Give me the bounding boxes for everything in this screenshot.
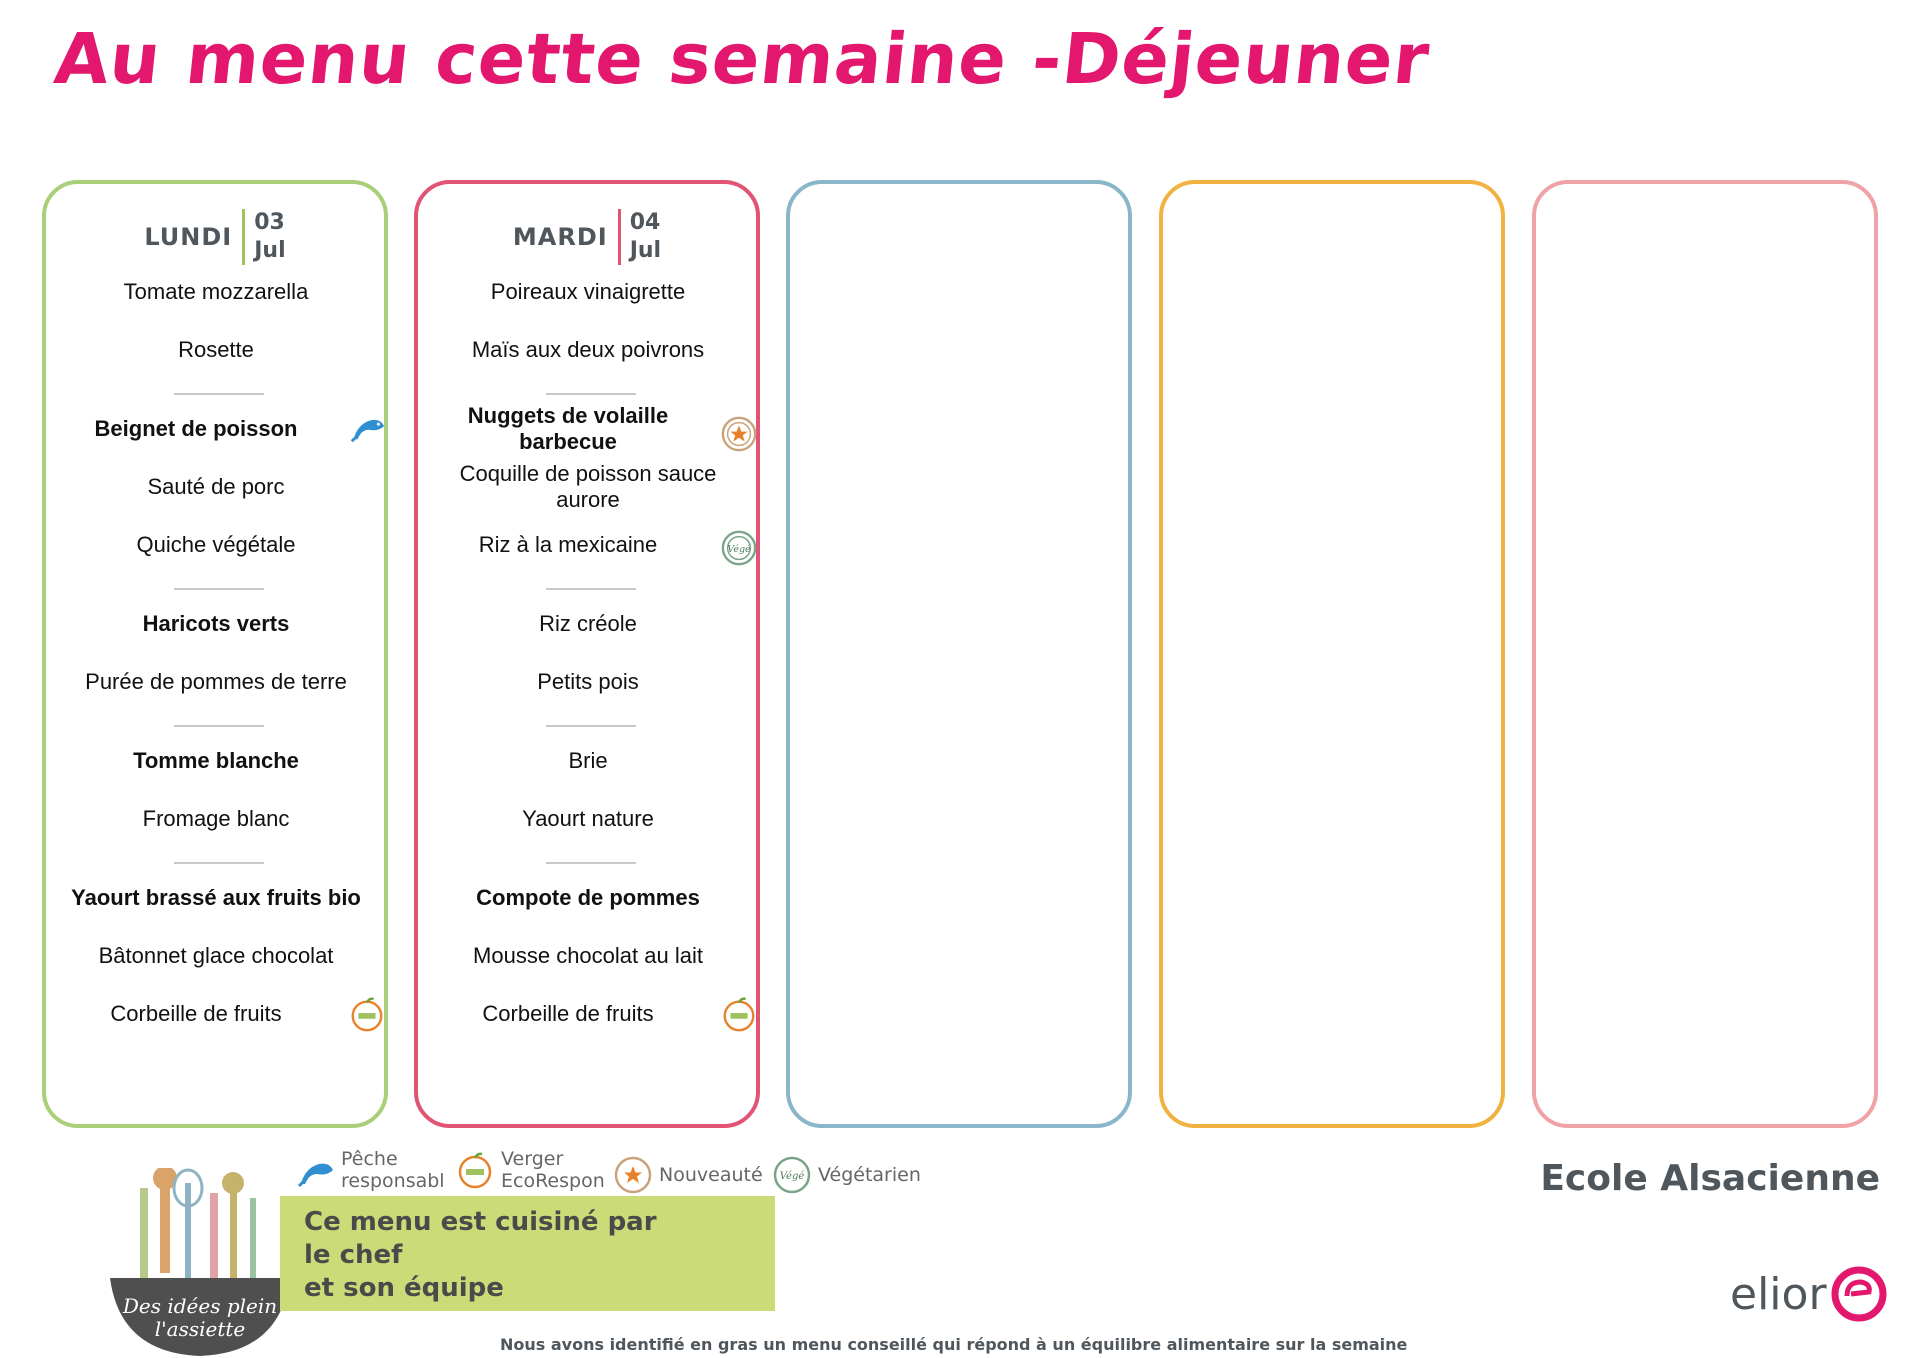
fish-icon bbox=[297, 1163, 333, 1188]
separator bbox=[174, 393, 264, 395]
separator bbox=[546, 393, 636, 395]
menu-item: Corbeille de fruits bbox=[482, 1001, 654, 1026]
separator bbox=[546, 588, 636, 590]
menu-item: Tomate mozzarella bbox=[123, 279, 309, 304]
day-column-empty bbox=[1159, 180, 1505, 1128]
menu-item: Petits pois bbox=[537, 669, 639, 694]
page-title: Au menu cette semaine -Déjeuner bbox=[50, 18, 1434, 100]
menu-item: Coquille de poisson sauce aurore bbox=[459, 461, 717, 512]
day-column-empty bbox=[786, 180, 1132, 1128]
legend-label: Verger bbox=[501, 1148, 564, 1170]
legend-label: Pêche bbox=[341, 1148, 398, 1170]
menu-item: Riz créole bbox=[539, 611, 637, 636]
day-column-mardi: MARDI 04 Jul Poireaux vinaigrette Maïs a… bbox=[414, 180, 760, 1128]
menu-item: Rosette bbox=[178, 337, 254, 362]
menu-item: Poireaux vinaigrette bbox=[490, 279, 686, 304]
menu-item: Nuggets de volaille barbecue bbox=[467, 403, 669, 454]
separator bbox=[546, 725, 636, 727]
legend-label: Végétarien bbox=[818, 1164, 921, 1186]
day-number: 03 bbox=[254, 210, 285, 235]
menu-item: Riz à la mexicaine bbox=[478, 532, 658, 557]
svg-text:l'assiette: l'assiette bbox=[155, 1317, 246, 1341]
chef-line: Ce menu est cuisiné par bbox=[304, 1207, 657, 1237]
legend-label: responsabl bbox=[341, 1170, 445, 1192]
school-name: Ecole Alsacienne bbox=[1540, 1158, 1880, 1199]
menu-item: Fromage blanc bbox=[142, 806, 290, 831]
des-idees-logo: Des idées plein l'assiette bbox=[110, 1168, 290, 1356]
nouveaute-star-icon bbox=[721, 416, 757, 452]
menu-item: Maïs aux deux poivrons bbox=[471, 337, 705, 362]
separator bbox=[546, 862, 636, 864]
menu-item: Haricots verts bbox=[142, 611, 290, 636]
verger-apple-icon bbox=[723, 997, 755, 1032]
legend-nouveaute: Nouveauté bbox=[613, 1155, 763, 1195]
legend-label: Nouveauté bbox=[659, 1164, 763, 1186]
chef-line: le chef bbox=[304, 1240, 403, 1270]
day-column-empty bbox=[1532, 180, 1878, 1128]
menu-item: Brie bbox=[568, 748, 608, 773]
day-name: LUNDI bbox=[144, 223, 233, 251]
menu-item: Mousse chocolat au lait bbox=[473, 943, 703, 968]
legend-label: EcoRespon bbox=[501, 1170, 605, 1192]
menu-item: Purée de pommes de terre bbox=[85, 669, 347, 694]
day-number: 04 bbox=[629, 210, 661, 235]
elior-e-icon bbox=[1831, 1266, 1887, 1322]
svg-text:Végé: Végé bbox=[727, 544, 751, 555]
separator bbox=[174, 725, 264, 727]
menu-item: Yaourt brassé aux fruits bio bbox=[71, 885, 361, 910]
separator bbox=[174, 588, 264, 590]
fish-icon bbox=[350, 419, 385, 443]
menu-item: Compote de pommes bbox=[476, 885, 700, 910]
chef-message: Ce menu est cuisiné par le chef et son é… bbox=[280, 1196, 775, 1311]
nouveaute-star-icon bbox=[614, 1156, 652, 1194]
elior-logo: elior bbox=[1730, 1266, 1887, 1322]
verger-apple-icon bbox=[351, 997, 383, 1032]
chef-line: et son équipe bbox=[304, 1273, 504, 1303]
menu-item: Bâtonnet glace chocolat bbox=[98, 943, 334, 968]
day-header: MARDI 04 Jul bbox=[418, 200, 756, 274]
svg-text:Végé: Végé bbox=[780, 1171, 805, 1182]
verger-apple-icon bbox=[458, 1152, 492, 1189]
legend-vegetarien: Végé Végétarien bbox=[772, 1155, 921, 1195]
day-date: 04 Jul bbox=[617, 209, 662, 265]
menu-item: Corbeille de fruits bbox=[110, 1001, 282, 1026]
brand-name: elior bbox=[1730, 1268, 1827, 1320]
day-month: Jul bbox=[254, 238, 286, 263]
vege-icon: Végé bbox=[721, 530, 757, 566]
day-header: LUNDI 03 Jul bbox=[46, 200, 384, 274]
menu-item: Sauté de porc bbox=[147, 474, 285, 499]
day-date: 03 Jul bbox=[242, 209, 286, 265]
day-column-lundi: LUNDI 03 Jul Tomate mozzarella Rosette B… bbox=[42, 180, 388, 1128]
menu-item: Yaourt nature bbox=[522, 806, 654, 831]
menu-item: Beignet de poisson bbox=[94, 416, 298, 441]
separator bbox=[174, 862, 264, 864]
svg-text:Des idées plein: Des idées plein bbox=[122, 1294, 277, 1318]
legend-verger: Verger EcoRespon bbox=[455, 1148, 605, 1192]
footer-note: Nous avons identifié en gras un menu con… bbox=[500, 1335, 1408, 1354]
day-name: MARDI bbox=[512, 223, 608, 251]
menu-item: Tomme blanche bbox=[133, 748, 299, 773]
day-month: Jul bbox=[629, 238, 662, 263]
legend-peche: Pêche responsabl bbox=[295, 1148, 445, 1192]
menu-item: Quiche végétale bbox=[136, 532, 296, 557]
vege-icon: Végé bbox=[773, 1156, 811, 1194]
